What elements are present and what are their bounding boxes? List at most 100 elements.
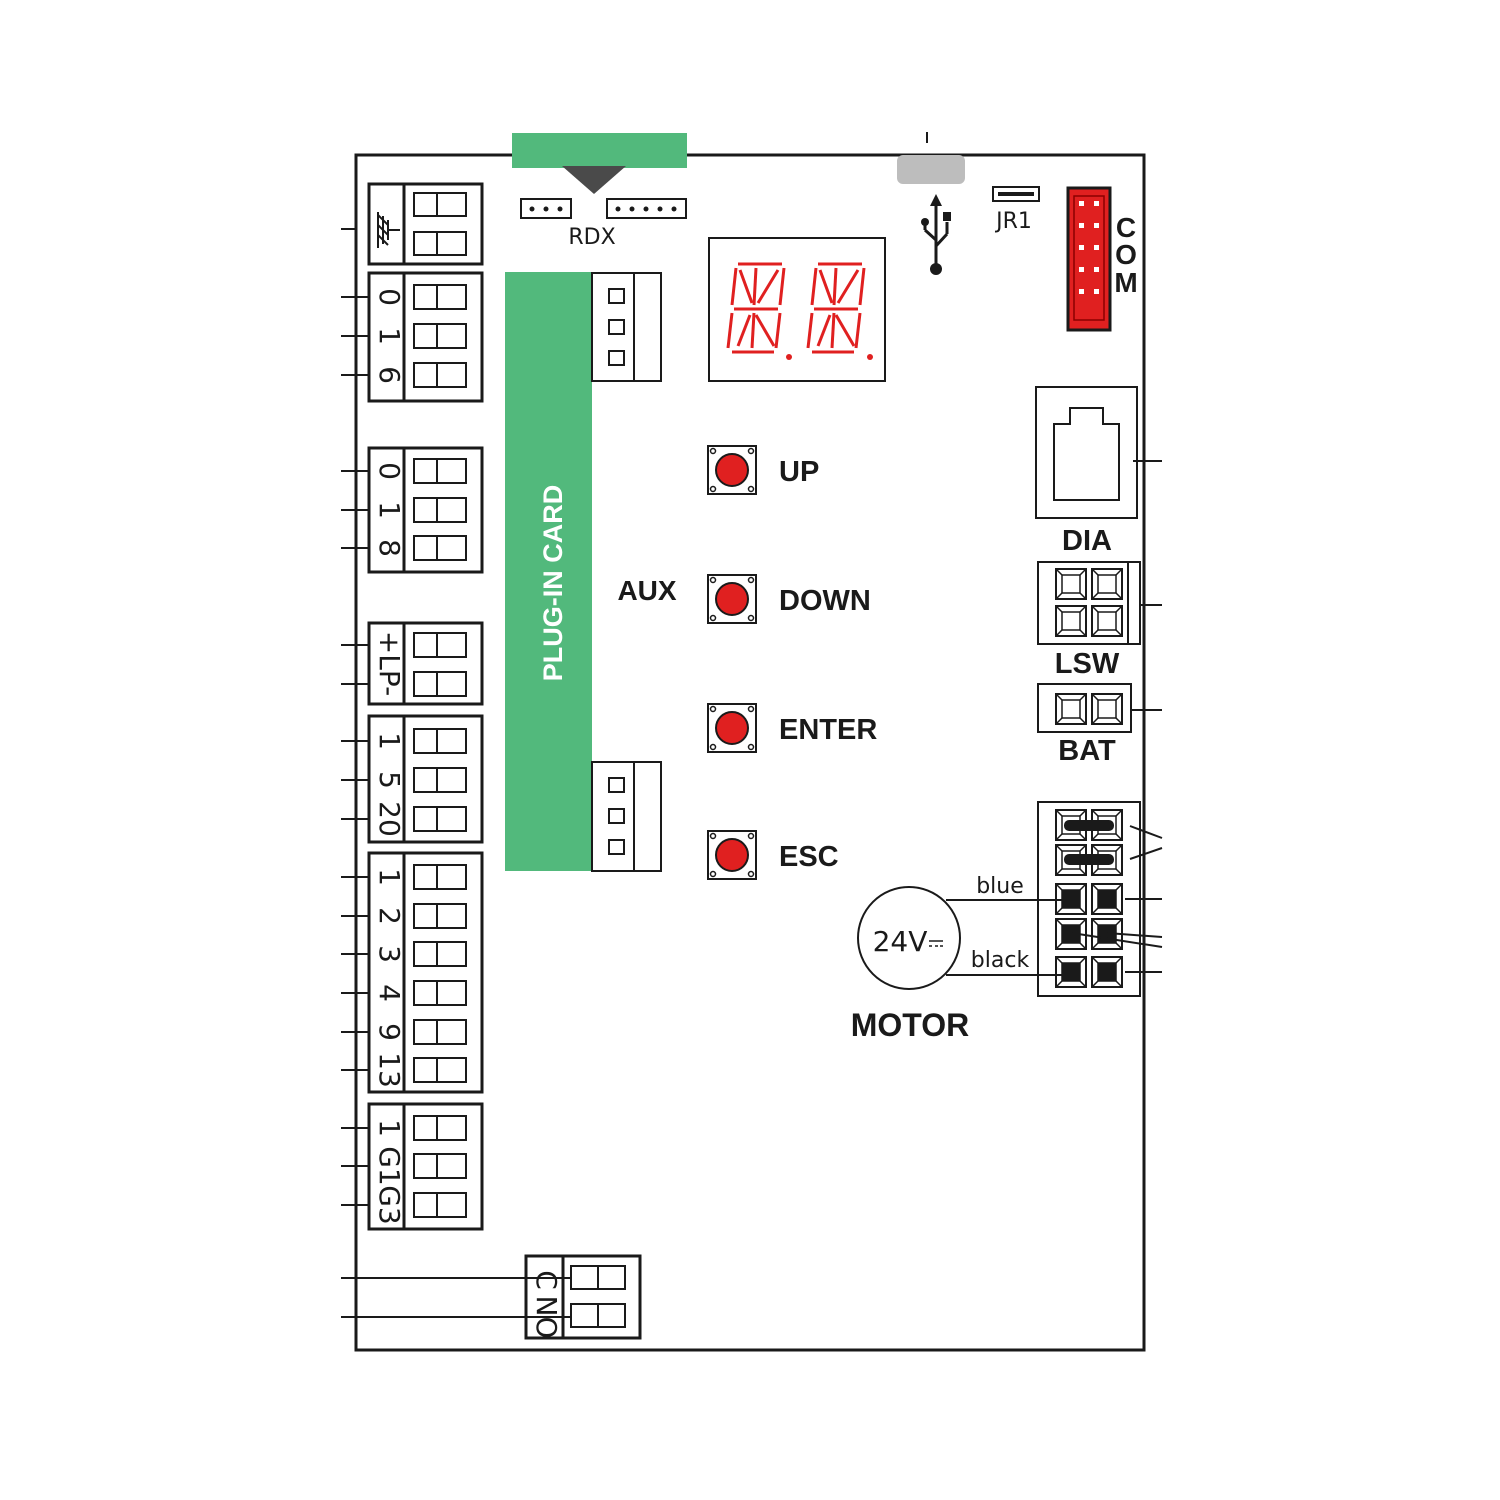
- rdx-header-right: [606, 198, 687, 219]
- terminal-label: 1: [373, 732, 406, 750]
- aux-connector-bottom[interactable]: [591, 761, 662, 872]
- button-label: ENTER: [779, 714, 877, 746]
- connector-pin: [1055, 568, 1087, 600]
- terminal-label: 0: [373, 288, 406, 306]
- motor-jumper-2: [1064, 854, 1114, 865]
- terminal-screw[interactable]: [413, 941, 467, 967]
- terminal-screw[interactable]: [413, 864, 467, 890]
- terminal-label: +LP-: [373, 631, 406, 696]
- ground-terminal-block[interactable]: [367, 182, 484, 266]
- aux-label: AUX: [617, 575, 676, 606]
- bat-label: BAT: [1058, 735, 1116, 767]
- motor-jumper-1: [1064, 820, 1114, 831]
- dia-label: DIA: [1062, 525, 1112, 557]
- terminal-label: 1: [373, 501, 406, 519]
- terminal-screw[interactable]: [413, 284, 467, 310]
- terminal-screw[interactable]: [413, 458, 467, 484]
- terminal-block-2[interactable]: 0 1 8: [367, 446, 484, 574]
- terminal-screw[interactable]: [413, 980, 467, 1006]
- button-up[interactable]: UP: [707, 445, 819, 495]
- plugin-card-label: PLUG-IN CARD: [538, 485, 568, 682]
- terminal-label: 2: [373, 907, 406, 925]
- terminal-screw[interactable]: [413, 903, 467, 929]
- plugin-card[interactable]: [505, 272, 592, 871]
- usb-icon: [921, 194, 951, 275]
- terminal-label: G3: [373, 1185, 406, 1225]
- button-label: DOWN: [779, 585, 871, 617]
- connector-pin: [1091, 693, 1123, 725]
- lsw-label: LSW: [1055, 648, 1120, 680]
- terminal-screw[interactable]: [413, 671, 467, 697]
- bat-connector[interactable]: [1037, 683, 1132, 733]
- terminal-screw[interactable]: [413, 535, 467, 561]
- terminal-label: 4: [373, 984, 406, 1002]
- terminal-label: G1: [373, 1146, 406, 1186]
- button-label: UP: [779, 456, 819, 488]
- connector-pin: [1055, 693, 1087, 725]
- com-label-c: C: [1116, 212, 1136, 243]
- terminal-screw[interactable]: [413, 1115, 467, 1141]
- aux-connector-top[interactable]: [591, 272, 662, 382]
- com-connector[interactable]: [1066, 186, 1112, 332]
- terminal-label: 13: [373, 1052, 406, 1088]
- terminal-block-3[interactable]: +LP-: [367, 621, 484, 706]
- motor-label: MOTOR: [851, 1007, 970, 1043]
- earth-ground-icon: [377, 212, 400, 248]
- push-buttons: UP DOWN ENTER ESC: [707, 445, 877, 880]
- connector-pin: [1055, 956, 1087, 988]
- connector-pin: [1055, 605, 1087, 637]
- wire-black-label: black: [971, 948, 1030, 973]
- button-down[interactable]: DOWN: [707, 574, 871, 624]
- jr1-label: JR1: [994, 209, 1032, 234]
- relay-terminal-block[interactable]: [524, 1254, 642, 1340]
- connector-pin: [1091, 605, 1123, 637]
- connector-pin: [1091, 956, 1123, 988]
- usb-port[interactable]: [897, 155, 965, 184]
- top-antenna-connector: [512, 133, 687, 168]
- terminal-screw[interactable]: [413, 1153, 467, 1179]
- terminal-label: 0: [373, 462, 406, 480]
- motor-voltage-label: 24V: [873, 925, 928, 958]
- relay-label-c: C: [530, 1270, 563, 1290]
- terminal-screw[interactable]: [413, 1019, 467, 1045]
- terminal-screw[interactable]: [413, 323, 467, 349]
- terminal-screw[interactable]: [413, 632, 467, 658]
- terminal-label: 6: [373, 366, 406, 384]
- terminal-label: 20: [373, 801, 406, 837]
- terminal-label: 8: [373, 539, 406, 557]
- connector-pin: [1091, 568, 1123, 600]
- dc-symbol-icon: [929, 940, 943, 947]
- segment-display: [708, 237, 886, 382]
- lsw-connector[interactable]: [1037, 561, 1141, 645]
- button-label: ESC: [779, 841, 839, 873]
- button-enter[interactable]: ENTER: [707, 703, 877, 753]
- terminal-screw[interactable]: [413, 1192, 467, 1218]
- terminal-screw[interactable]: [413, 728, 467, 754]
- terminal-block-1[interactable]: 0 1 6: [367, 271, 484, 403]
- terminal-screw[interactable]: [413, 767, 467, 793]
- terminal-screw[interactable]: [413, 1057, 467, 1083]
- board-outline: [354, 153, 1146, 1352]
- terminal-screw[interactable]: [413, 497, 467, 523]
- rdx-label: RDX: [568, 225, 615, 250]
- terminal-label: 1: [373, 868, 406, 886]
- terminal-screw[interactable]: [413, 806, 467, 832]
- top-connector-arrow: [562, 166, 626, 194]
- terminal-label: 3: [373, 945, 406, 963]
- terminal-label: 1: [373, 1119, 406, 1137]
- terminal-screw[interactable]: [413, 362, 467, 388]
- rj11-jack-icon: [1053, 407, 1120, 501]
- com-label-o: O: [1115, 239, 1137, 270]
- motor-symbol: [857, 886, 961, 990]
- connector-pin: [1091, 883, 1123, 915]
- dia-connector[interactable]: [1035, 386, 1138, 519]
- com-label-m: M: [1114, 267, 1137, 298]
- button-esc[interactable]: ESC: [707, 830, 839, 880]
- terminal-label: 9: [373, 1023, 406, 1041]
- terminal-label: 1: [373, 327, 406, 345]
- terminal-block-5[interactable]: 1 2 3 4 9 13: [367, 851, 484, 1094]
- terminal-label: 5: [373, 771, 406, 789]
